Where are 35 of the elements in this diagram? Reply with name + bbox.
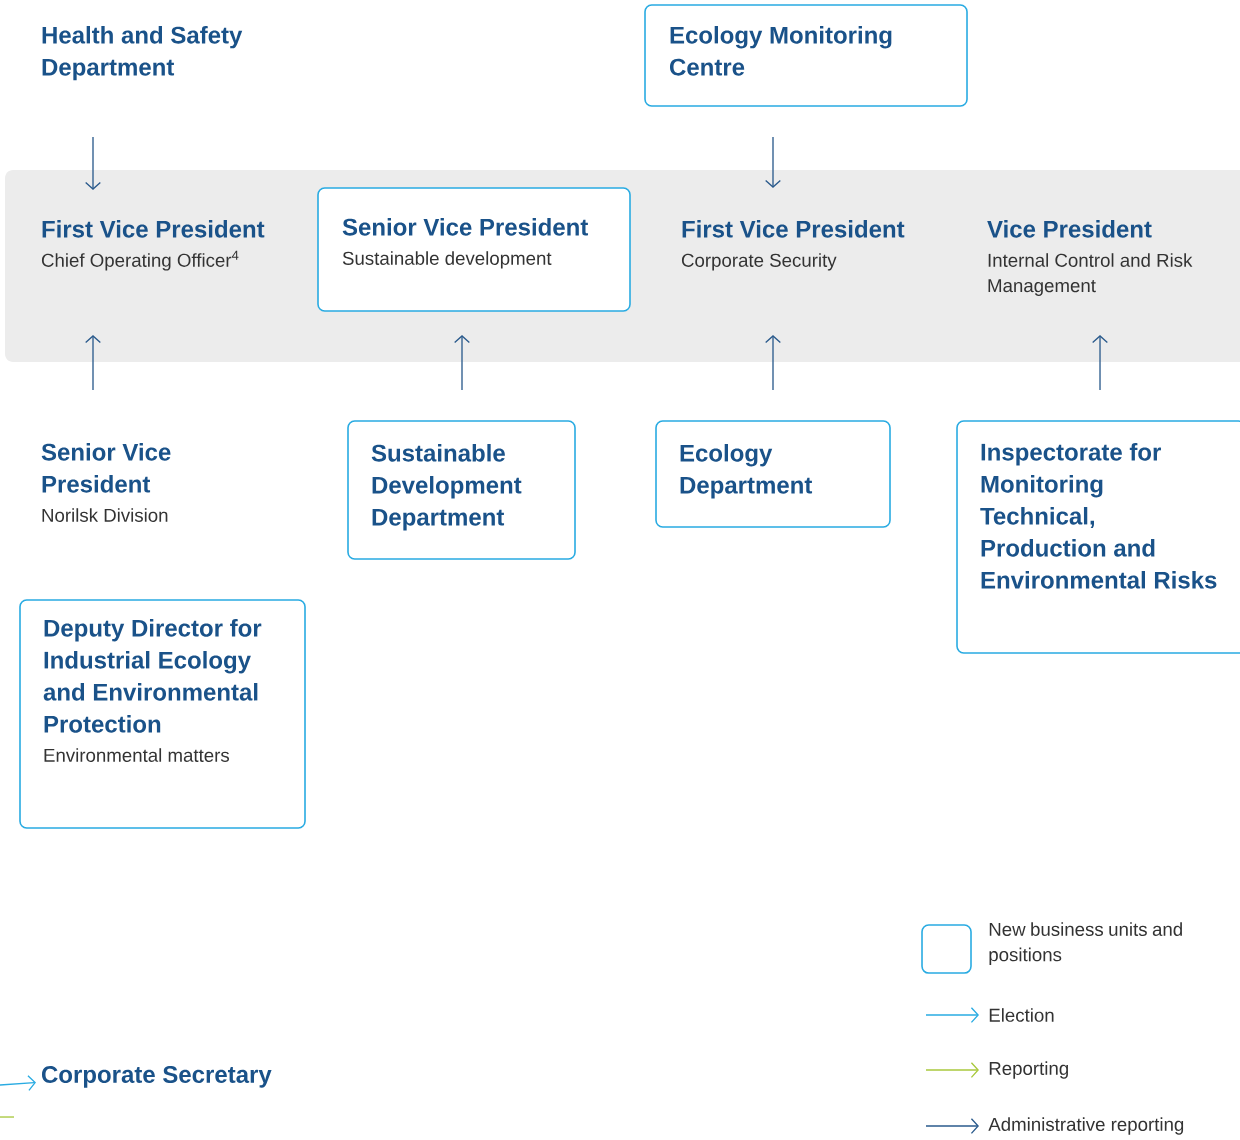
node-heading: Corporate Secretary [42,1066,272,1088]
node-heading: Ecology Monitoring Centre [670,26,892,76]
node-heading: Ecology Department [680,444,813,499]
arrow [765,335,781,391]
node-subtitle: Corporate Security [681,253,837,271]
org-box [347,420,576,560]
node-heading: First Vice President [42,220,265,238]
node-subtitle: Environmental matters [44,748,230,762]
node-heading: Vice President [987,220,1152,238]
node-subtitle: Sustainable development [342,251,552,269]
arrow [454,335,470,391]
arrow [0,1075,36,1091]
node-heading: Sustainable Development Department [371,444,522,531]
org-box [644,4,968,107]
node-heading: First Vice President [682,220,905,238]
legend-text: Election [989,1008,1054,1022]
arrow [765,136,781,188]
org-box [317,187,631,312]
node-heading: Health and Safety Department [42,26,243,81]
node-heading: Senior Vice President [41,443,171,493]
legend-text: New business units and positions [989,922,1182,965]
arrow [85,136,101,190]
node-heading: Inspectorate for Monitoring Technical, Production and Environmental Risks [980,443,1217,589]
legend-text: Administrative reporting [988,1117,1184,1135]
org-box [956,420,1240,654]
legend-text: Reporting [989,1061,1068,1079]
node-subtitle: Norilsk Division [42,508,168,522]
node-heading: Senior Vice President [342,218,588,236]
node-subtitle: Chief Operating Officer$^{4}$ [41,250,239,271]
node-subtitle: Internal Control and Risk Management [988,253,1193,296]
org-box [19,599,306,829]
arrow [85,335,101,391]
arrow [1092,335,1108,391]
org-box [655,420,891,528]
node-heading: Deputy Director for Industrial Ecology and Environmental Protection [43,619,262,733]
